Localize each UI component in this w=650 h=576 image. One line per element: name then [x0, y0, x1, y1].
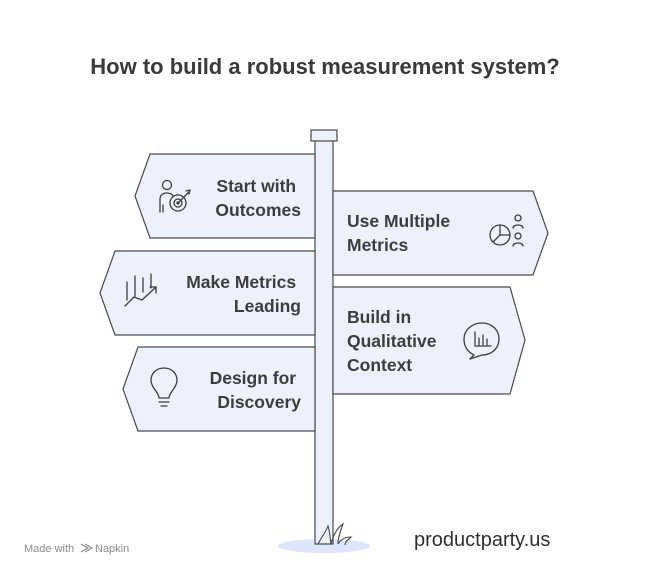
sign-label-line: Start with	[216, 176, 296, 196]
sign-start-with-outcomes: Start with Outcomes	[134, 153, 316, 239]
signpost-pole	[314, 139, 334, 545]
sign-label-line: Context	[347, 355, 412, 375]
brand-url: productparty.us	[414, 529, 550, 551]
sign-label-line: Outcomes	[215, 200, 301, 220]
footer-napkin-link[interactable]: Napkin	[95, 543, 129, 555]
lightbulb-icon	[150, 367, 178, 407]
sign-build-in-qualitative-context: Build in Qualitative Context	[332, 286, 526, 395]
sign-board	[122, 346, 316, 432]
napkin-logo-icon	[80, 543, 94, 553]
sign-label-line: Build in	[347, 307, 411, 327]
growth-chart-icon	[124, 273, 157, 307]
sign-make-metrics-leading: Make Metrics Leading	[99, 250, 316, 336]
svg-text:Make Metrics Leading: Make Metrics Leading	[186, 272, 301, 316]
sign-label-line: Make Metrics	[186, 272, 296, 292]
svg-text:Start with Outcomes: Start with Outcomes	[215, 176, 301, 220]
sign-use-multiple-metrics: Use Multiple Metrics	[332, 190, 549, 276]
sign-label-line: Leading	[234, 296, 301, 316]
sign-design-for-discovery: Design for Discovery	[122, 346, 316, 432]
chat-bar-chart-icon	[463, 322, 500, 360]
sign-board	[332, 286, 526, 395]
pie-chart-people-icon	[489, 214, 524, 247]
footer-made-with: Made with	[24, 543, 74, 555]
sign-board	[99, 250, 316, 336]
svg-text:Design for Discovery: Design for Discovery	[210, 368, 302, 412]
person-target-icon	[159, 179, 191, 213]
ground-shadow	[278, 539, 370, 553]
signpost-cap	[310, 129, 338, 142]
sign-board	[332, 190, 549, 276]
sign-label-line: Metrics	[347, 235, 409, 255]
sign-label-line: Discovery	[217, 392, 301, 412]
sign-label-line: Use Multiple	[347, 211, 450, 231]
grass-tuft	[317, 522, 353, 546]
sign-board	[134, 153, 316, 239]
page-title: How to build a robust measurement system…	[90, 54, 559, 79]
svg-text:Use Multiple Metrics: Use Multiple Metrics	[347, 211, 455, 255]
svg-text:Build in Qualitative: Build in Qualitative Context	[347, 307, 441, 375]
sign-label-line: Design for	[210, 368, 297, 388]
sign-label-line: Qualitative	[347, 331, 437, 351]
